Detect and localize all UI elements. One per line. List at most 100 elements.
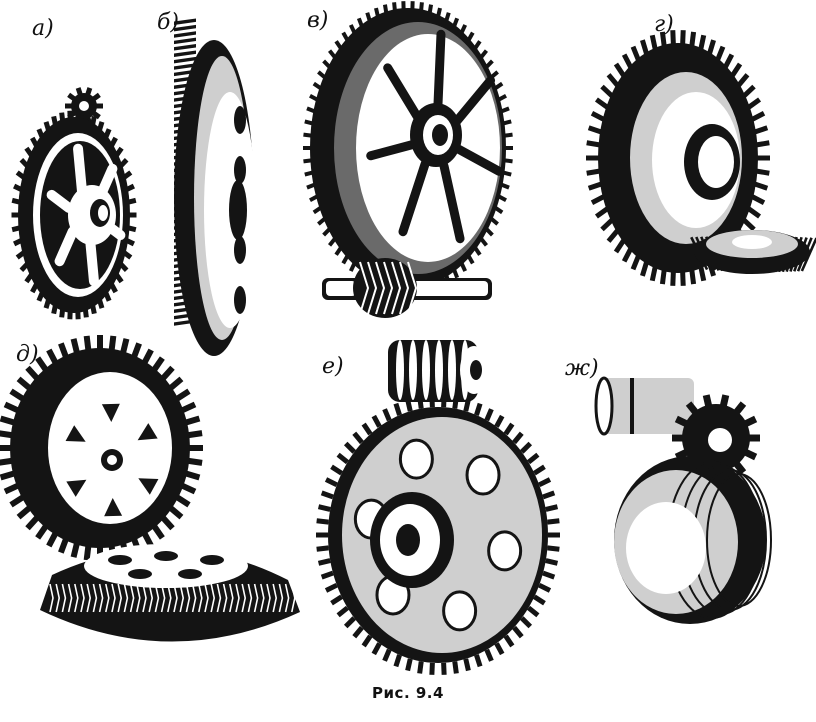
gear-d-lower-bevel	[40, 544, 300, 642]
gear-b-tooth	[174, 24, 196, 32]
gear-a-spoke	[54, 226, 78, 267]
gear-e-tooth	[317, 558, 331, 566]
gear-b-edge-spur-gear	[174, 18, 256, 356]
gear-e-tooth	[393, 654, 402, 668]
gear-d-lower-tooth	[253, 583, 259, 613]
gear-d-lower-tooth	[204, 583, 209, 613]
gear-b-tooth	[174, 56, 196, 64]
gear-e-hole	[442, 590, 478, 632]
gear-e-tooth	[316, 532, 328, 538]
gear-b-hole	[234, 106, 246, 134]
gear-e-tooth	[320, 570, 334, 580]
gear-d-lower-tooth	[92, 583, 98, 613]
gear-d-lower-tooth	[67, 583, 73, 613]
gear-v-worm-shaft	[322, 258, 492, 318]
gear-zh-pinion-tooth	[672, 434, 684, 442]
gear-e-tooth	[533, 464, 546, 476]
gear-e-tooth	[441, 395, 447, 408]
gear-d-lower-tooth	[198, 583, 203, 613]
gear-d-lower-hole	[108, 555, 132, 565]
gear-e-worm	[388, 340, 488, 402]
gear-e-worm-thread	[396, 340, 404, 400]
gear-d-window	[65, 425, 86, 442]
gear-d-lower-tooth	[191, 583, 197, 613]
gear-e-tooth	[336, 452, 350, 465]
gear-d-lower-tooth	[61, 583, 67, 613]
gear-v-worm-thread	[367, 261, 378, 315]
gear-e-tooth	[474, 402, 483, 416]
gear-e-tooth	[324, 477, 338, 488]
gear-b-tooth	[174, 63, 196, 70]
gear-e-tooth	[324, 582, 338, 593]
gear-e-tooth	[533, 594, 546, 606]
gear-d-lower-tooth	[167, 583, 172, 613]
gear-d-lower-tooth	[235, 583, 240, 613]
gear-g-tooth	[680, 269, 686, 286]
gear-v-worm-thread	[399, 261, 410, 315]
gear-d-lower-tooth	[229, 583, 234, 613]
gear-e-tooth	[519, 616, 533, 629]
gear-d-lower-tooth	[222, 583, 228, 613]
gear-e-tooth	[393, 402, 402, 416]
gear-b-hole	[234, 236, 246, 264]
label-b: б)	[157, 10, 180, 35]
gear-d-lower-tooth	[123, 583, 129, 613]
gear-g-tooth	[680, 30, 686, 47]
gear-e-worm-thread	[448, 340, 456, 400]
gear-zh-cam-ridge	[706, 473, 772, 607]
gear-e-tooth	[382, 648, 392, 662]
gear-e-tooth	[494, 414, 505, 428]
gear-a-wheel	[11, 110, 137, 320]
gear-e-tooth	[526, 605, 540, 618]
gear-d-window	[138, 478, 159, 495]
gear-v-spoke	[383, 63, 425, 126]
gear-e-tooth	[503, 634, 515, 648]
gear-g-tooth	[659, 31, 667, 49]
gear-d-lower-tooth	[111, 583, 116, 613]
gear-e-tooth	[330, 464, 343, 476]
gear-b-tooth	[174, 50, 196, 57]
gear-d-lower-tooth	[278, 583, 284, 613]
gear-zh-pinion-tooth	[748, 434, 760, 442]
gear-e-worm-thread	[409, 340, 417, 400]
gear-e-tooth	[352, 431, 364, 445]
figure-caption: Рис. 9.4	[372, 684, 444, 702]
gear-v-worm-thread	[375, 261, 386, 315]
gear-d-window	[104, 497, 123, 517]
gear-v-worm-wheel	[303, 1, 513, 318]
gear-e-tooth	[494, 642, 505, 656]
gear-v-spoke	[366, 139, 419, 161]
gear-a-spur-gear-with-pinion	[11, 87, 137, 320]
gear-e-tooth	[361, 634, 373, 648]
gear-e-tooth	[484, 648, 494, 662]
gear-zh-cam	[614, 456, 772, 624]
gear-e-tooth	[405, 658, 413, 672]
gear-e-tooth	[463, 658, 471, 672]
gear-v-worm-thread	[383, 261, 394, 315]
gear-d-lower-tooth	[266, 583, 271, 613]
label-v: в)	[307, 8, 329, 33]
gear-e-tooth	[538, 477, 552, 488]
gear-e-tooth	[316, 545, 329, 552]
gear-e-tooth	[316, 518, 329, 525]
gear-g-tooth	[586, 155, 602, 161]
gear-e-tooth	[484, 408, 494, 422]
gear-d-lower-hole	[128, 569, 152, 579]
gear-v-spoke	[452, 143, 504, 176]
gear-b-tooth	[174, 37, 196, 45]
gear-e-tooth	[463, 398, 471, 412]
gear-d-lower-tooth	[55, 583, 61, 613]
gear-b-hole	[234, 156, 246, 184]
gear-b-tooth	[174, 18, 196, 25]
gear-a-spoke	[46, 189, 74, 213]
gear-d-lower-tooth	[185, 583, 191, 613]
gear-e-tooth	[371, 414, 382, 428]
gear-e-tooth	[452, 396, 459, 409]
gear-a-spoke	[73, 143, 88, 197]
label-g: г)	[654, 12, 674, 37]
gear-d-lower-tooth	[80, 583, 85, 613]
gear-zh-pinion-tooth	[719, 394, 730, 408]
gear-d-lower-tooth	[117, 583, 123, 613]
gear-e-tooth	[317, 504, 331, 512]
label-a: а)	[32, 16, 54, 41]
